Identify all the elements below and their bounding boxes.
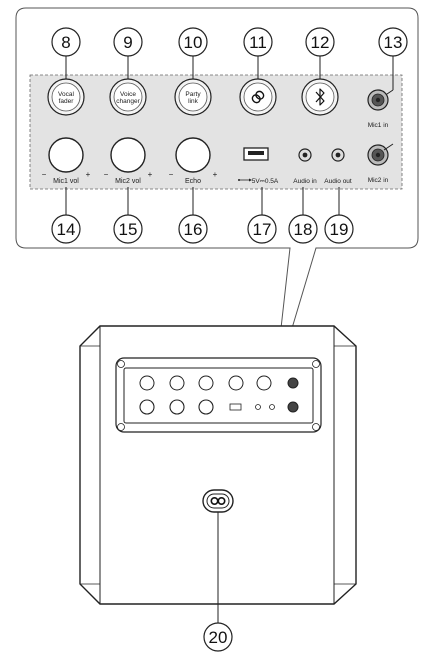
mic2-in-jack[interactable] xyxy=(367,144,389,166)
voice-changer-label-2: changer xyxy=(116,98,140,105)
audio-in-label: Audio in xyxy=(293,178,317,185)
mic1-in-jack[interactable] xyxy=(367,89,389,111)
callout-13: 13 xyxy=(378,27,408,97)
party-link-button[interactable]: Party link xyxy=(174,78,212,116)
mic1-vol-plus: + xyxy=(86,170,91,179)
callout-16-label: 16 xyxy=(184,220,203,239)
callout-18: 18 xyxy=(288,187,318,244)
mic1-in-label: Mic1 in xyxy=(368,122,389,129)
callout-top-row: 8 9 10 11 12 13 xyxy=(51,27,408,97)
link-icon xyxy=(251,90,265,104)
callout-17: 17 xyxy=(247,187,277,244)
bluetooth-button[interactable] xyxy=(301,78,339,116)
bluetooth-icon xyxy=(315,88,325,106)
vocal-fader-button[interactable]: Vocal fader xyxy=(47,78,85,116)
voice-changer-button[interactable]: Voice changer xyxy=(109,78,147,116)
party-link-label-2: link xyxy=(188,98,199,105)
callout-12-label: 12 xyxy=(311,33,330,52)
usb-port[interactable] xyxy=(243,147,269,161)
callout-12: 12 xyxy=(305,27,335,79)
callout-20: 20 xyxy=(203,512,233,652)
callout-10: 10 xyxy=(178,27,208,79)
callout-14: 14 xyxy=(51,187,81,244)
callout-9-label: 9 xyxy=(123,33,132,52)
usb-icon xyxy=(238,178,252,182)
callout-18-label: 18 xyxy=(294,220,313,239)
link-button[interactable] xyxy=(239,78,277,116)
callout-15: 15 xyxy=(113,187,143,244)
mic1-vol-minus: − xyxy=(42,170,47,179)
voice-changer-label-1: Voice xyxy=(120,91,136,98)
callout-13-label: 13 xyxy=(384,33,403,52)
mic2-vol-plus: + xyxy=(148,170,153,179)
callout-16: 16 xyxy=(178,187,208,244)
mic2-vol-label: Mic2 vol xyxy=(115,178,141,185)
echo-minus: − xyxy=(169,170,174,179)
mic2-vol-minus: − xyxy=(104,170,109,179)
party-link-connector[interactable] xyxy=(202,489,234,513)
vocal-fader-label-1: Vocal xyxy=(58,91,74,98)
vocal-fader-label-2: fader xyxy=(59,98,75,105)
callout-17-label: 17 xyxy=(253,220,272,239)
mic1-vol-label: Mic1 vol xyxy=(53,178,79,185)
usb-power-label: 5V⎓0.5A xyxy=(252,178,279,185)
audio-in-jack[interactable] xyxy=(298,148,312,162)
callout-10-label: 10 xyxy=(184,33,203,52)
party-link-label-1: Party xyxy=(185,91,201,98)
mic2-vol-knob[interactable] xyxy=(110,137,146,173)
callout-19: 19 xyxy=(324,187,354,244)
control-panel-zoomed xyxy=(29,74,403,190)
audio-out-jack[interactable] xyxy=(331,148,345,162)
mic1-vol-knob[interactable] xyxy=(48,137,84,173)
callout-bottom-row: 14 15 16 17 18 19 xyxy=(51,187,354,244)
echo-label: Echo xyxy=(185,178,201,185)
mic2-in-label: Mic2 in xyxy=(368,177,389,184)
audio-out-label: Audio out xyxy=(324,178,352,185)
callout-15-label: 15 xyxy=(119,220,138,239)
callout-20-label: 20 xyxy=(209,628,228,647)
callout-11-label: 11 xyxy=(249,33,267,52)
echo-knob[interactable] xyxy=(175,137,211,173)
echo-plus: + xyxy=(213,170,218,179)
control-panel-small xyxy=(115,357,322,433)
infinity-link-icon xyxy=(210,496,226,505)
callout-14-label: 14 xyxy=(57,220,76,239)
callout-9: 9 xyxy=(113,27,143,79)
callout-8: 8 xyxy=(51,27,81,79)
callout-19-label: 19 xyxy=(330,220,349,239)
callout-8-label: 8 xyxy=(61,33,70,52)
callout-11: 11 xyxy=(243,27,273,79)
